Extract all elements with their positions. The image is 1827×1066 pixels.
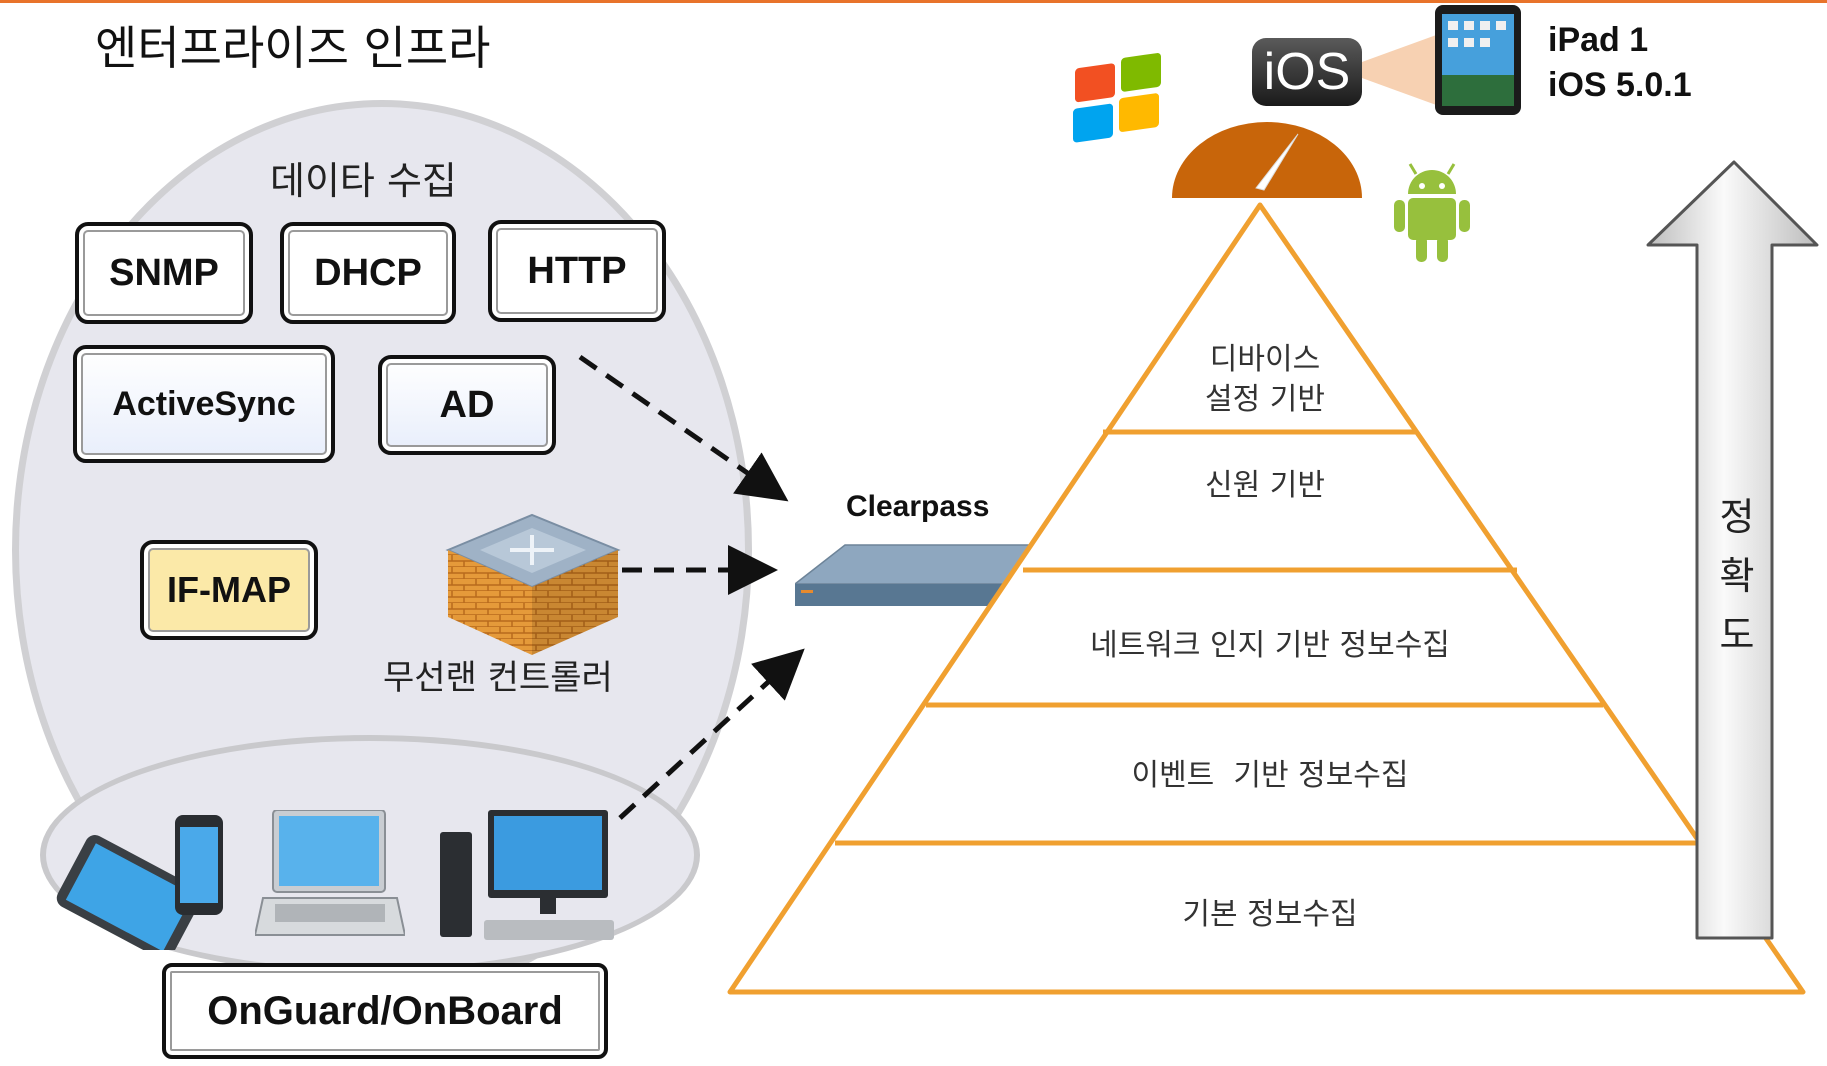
pyramid-layer-event: 이벤트 기반 정보수집 bbox=[1131, 758, 1409, 793]
ios-badge-icon: iOS bbox=[1252, 38, 1362, 106]
gauge-icon bbox=[1172, 122, 1362, 198]
ad-box: AD bbox=[378, 355, 556, 455]
wireless-controller-label: 무선랜 컨트롤러 bbox=[383, 658, 613, 698]
ios-beam bbox=[1340, 30, 1450, 110]
accuracy-up-arrow bbox=[1646, 160, 1819, 940]
android-logo-icon bbox=[1394, 163, 1470, 262]
snmp-box: SNMP bbox=[75, 222, 253, 324]
tablet-phone-icon bbox=[56, 815, 223, 950]
pyramid-layer-network-aware: 네트워크 인지 기반 정보수집 bbox=[1090, 628, 1450, 663]
axis-char-2: 확 bbox=[1719, 554, 1755, 598]
windows-logo-icon bbox=[1073, 53, 1161, 143]
desktop-pc-icon bbox=[440, 810, 614, 940]
wireless-controller-icon bbox=[445, 513, 621, 655]
if-map-box: IF-MAP bbox=[140, 540, 318, 640]
dhcp-box: DHCP bbox=[280, 222, 456, 324]
laptop-icon bbox=[255, 810, 405, 936]
pyramid-layer-device-config: 디바이스 설정 기반 bbox=[1205, 342, 1325, 417]
page-title: 엔터프라이즈 인프라 bbox=[95, 21, 491, 75]
pyramid-layer-basic: 기본 정보수집 bbox=[1182, 897, 1358, 932]
ipad-icon bbox=[1435, 5, 1521, 115]
clearpass-label: Clearpass bbox=[846, 490, 990, 523]
activesync-box: ActiveSync bbox=[73, 345, 335, 463]
axis-char-3: 도 bbox=[1719, 613, 1755, 657]
data-collection-label: 데이타 수집 bbox=[270, 159, 457, 203]
device-info: iPad 1 iOS 5.0.1 bbox=[1548, 21, 1692, 104]
pyramid-layer-identity: 신원 기반 bbox=[1205, 468, 1325, 503]
top-accent-line bbox=[0, 0, 1827, 3]
axis-char-1: 정 bbox=[1719, 495, 1755, 539]
onguard-onboard-box: OnGuard/OnBoard bbox=[162, 963, 608, 1059]
http-box: HTTP bbox=[488, 220, 666, 322]
